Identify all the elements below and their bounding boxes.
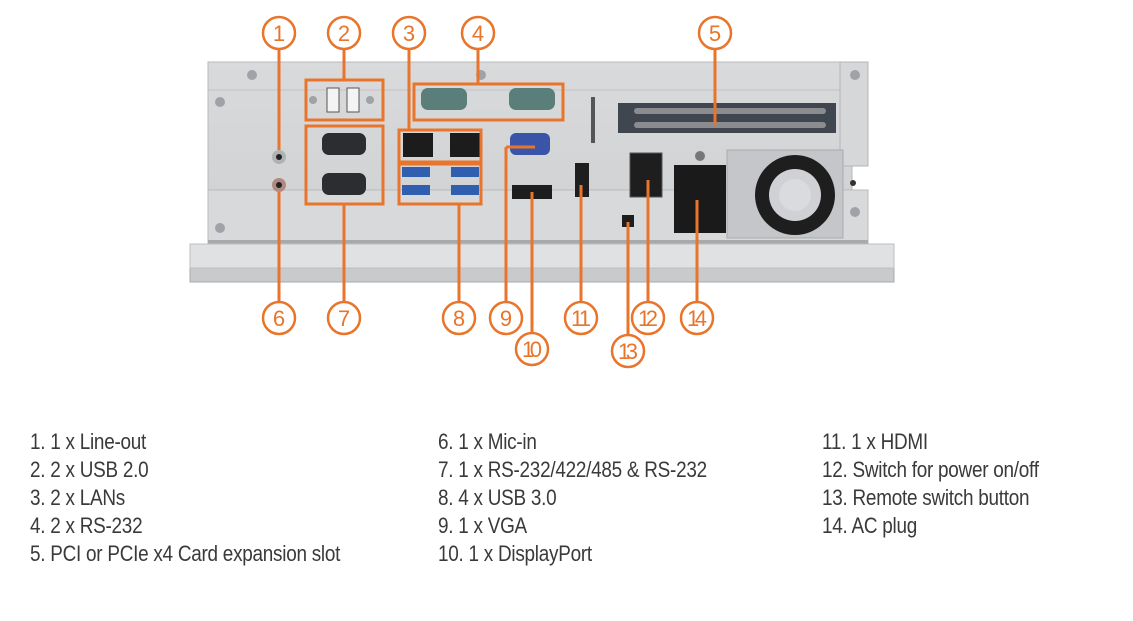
- callout-circle: [261, 15, 297, 51]
- line-out-jack: [272, 150, 286, 164]
- callout-10: 10: [514, 331, 550, 367]
- ac-plug: [674, 151, 726, 233]
- legend-item: 1. 1 x Line-out: [30, 429, 147, 454]
- callout-number: 10: [522, 337, 542, 362]
- callout-circle: [610, 333, 646, 369]
- serial-ports: [322, 133, 366, 195]
- legend-item: 10. 1 x DisplayPort: [438, 541, 592, 566]
- callout-3: 3: [391, 15, 427, 51]
- callout-circle: [326, 300, 362, 336]
- callout-number: 9: [500, 306, 512, 331]
- callout-number: 4: [472, 21, 484, 46]
- callout-7: 7: [326, 300, 362, 336]
- callout-circle: [697, 15, 733, 51]
- expansion-slot: [618, 103, 836, 133]
- legend-item: 12. Switch for power on/off: [822, 457, 1039, 482]
- callout-circle: [261, 300, 297, 336]
- callout-number: 2: [338, 21, 350, 46]
- legend-column-3: 11. 1 x HDMI 12. Switch for power on/off…: [822, 428, 1074, 540]
- callout-number: 1: [273, 21, 285, 46]
- callout-1: 1: [261, 15, 297, 51]
- callout-9: 9: [488, 300, 524, 336]
- rs232-top-ports: [421, 88, 555, 110]
- callout-5: 5: [697, 15, 733, 51]
- callout-circle: [563, 300, 599, 336]
- callout-number: 5: [709, 21, 721, 46]
- legend-item: 3. 2 x LANs: [30, 485, 125, 510]
- callout-8: 8: [441, 300, 477, 336]
- remote-switch: [622, 215, 634, 227]
- callout-number: 11: [571, 306, 591, 331]
- callout-circle: [441, 300, 477, 336]
- legend-item: 2. 2 x USB 2.0: [30, 457, 149, 482]
- callout-number: 12: [638, 306, 658, 331]
- legend-item: 7. 1 x RS-232/422/485 & RS-232: [438, 457, 707, 482]
- legend-column-2: 6. 1 x Mic-in 7. 1 x RS-232/422/485 & RS…: [438, 428, 751, 568]
- callout-number: 6: [273, 306, 285, 331]
- callout-circle: [630, 300, 666, 336]
- legend-item: 5. PCI or PCIe x4 Card expansion slot: [30, 541, 341, 566]
- callout-circle: [391, 15, 427, 51]
- callout-boxes: [304, 78, 565, 206]
- callout-number: 8: [453, 306, 465, 331]
- legend-item: 4. 2 x RS-232: [30, 513, 143, 538]
- callout-13: 13: [610, 333, 646, 369]
- lan-ports: [403, 133, 480, 157]
- leader-lines: [277, 49, 717, 335]
- callout-number: 7: [338, 306, 350, 331]
- callout-2: 2: [326, 15, 362, 51]
- callout-6: 6: [261, 300, 297, 336]
- power-switch: [629, 152, 663, 198]
- callout-circle: [514, 331, 550, 367]
- callout-circle: [488, 300, 524, 336]
- callout-number: 14: [687, 306, 707, 331]
- callout-circle: [679, 300, 715, 336]
- legend-item: 9. 1 x VGA: [438, 513, 527, 538]
- legend-column-1: 1. 1 x Line-out 2. 2 x USB 2.0 3. 2 x LA…: [30, 428, 391, 568]
- legend-item: 8. 4 x USB 3.0: [438, 485, 557, 510]
- legend-item: 11. 1 x HDMI: [822, 429, 928, 454]
- callout-circle: [326, 15, 362, 51]
- vga-port: [510, 133, 550, 155]
- legend-item: 6. 1 x Mic-in: [438, 429, 537, 454]
- callout-14: 14: [679, 300, 715, 336]
- legend-item: 13. Remote switch button: [822, 485, 1030, 510]
- legend-item: 14. AC plug: [822, 513, 917, 538]
- callout-4: 4: [460, 15, 496, 51]
- callout-11: 11: [563, 300, 599, 336]
- callout-circle: [460, 15, 496, 51]
- callout-number: 13: [618, 339, 638, 364]
- fan: [726, 149, 844, 239]
- callout-number: 3: [403, 21, 415, 46]
- usb3-ports: [402, 167, 479, 195]
- mic-in-jack: [272, 178, 286, 192]
- callout-12: 12: [630, 300, 666, 336]
- hdmi-port: [575, 97, 595, 197]
- usb2-ports: [309, 87, 374, 113]
